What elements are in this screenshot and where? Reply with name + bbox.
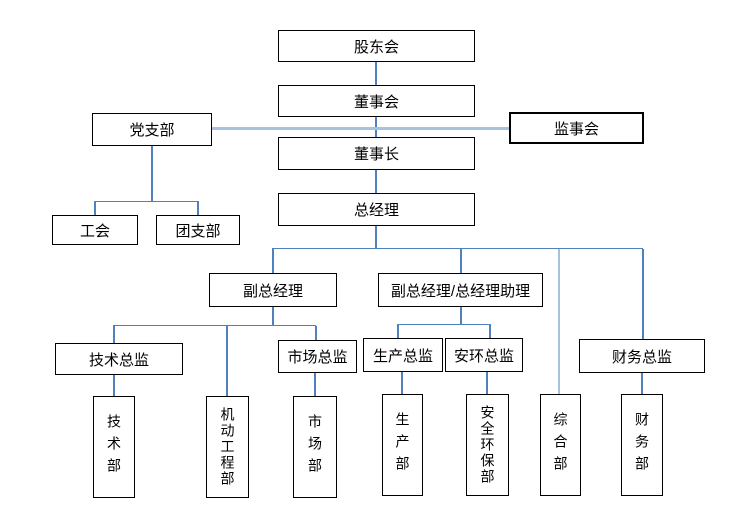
connector-chairman-gm <box>375 170 377 193</box>
connector-youth-drop <box>197 202 199 215</box>
connector-assistant-branch-h <box>397 324 491 325</box>
node-safety-env-director: 安环总监 <box>445 338 523 372</box>
connector-production-director-drop <box>397 325 399 338</box>
node-labor-union: 工会 <box>52 215 138 245</box>
node-finance-director: 财务总监 <box>579 339 705 373</box>
connector-gm-branch-h <box>272 248 643 249</box>
connector-mech-eng-drop <box>226 326 228 396</box>
node-marketing-director: 市场总监 <box>278 340 357 373</box>
node-production-dept: 生产部 <box>382 394 423 496</box>
connector-shareholders-board <box>375 62 377 85</box>
connector-tech-director-drop <box>113 326 115 343</box>
connector-gm-drop <box>375 226 377 249</box>
node-tech-director: 技术总监 <box>55 343 183 375</box>
node-general-manager: 总经理 <box>278 193 475 226</box>
connector-tech-dept-drop <box>113 375 115 396</box>
node-supervisory-board: 监事会 <box>509 112 644 144</box>
connector-safety-director-drop <box>489 325 491 338</box>
connector-union-drop <box>94 202 96 215</box>
connector-marketing-director-drop <box>315 326 317 340</box>
node-chairman: 董事长 <box>278 137 475 170</box>
connector-marketing-dept-drop <box>314 373 316 396</box>
connector-party-branch-h <box>94 201 199 202</box>
connector-deputy-gm-down <box>272 307 274 326</box>
connector-safety-dept-drop <box>486 372 488 394</box>
node-finance-dept: 财务部 <box>621 394 663 496</box>
node-party-branch: 党支部 <box>92 113 212 146</box>
node-production-director: 生产总监 <box>363 338 443 372</box>
connector-assistant-down <box>460 307 462 325</box>
node-deputy-gm: 副总经理 <box>209 273 337 307</box>
node-shareholders-meeting: 股东会 <box>278 30 475 62</box>
node-safety-env-dept: 安全环保部 <box>466 394 509 496</box>
node-youth-league-branch: 团支部 <box>156 215 240 245</box>
connector-party-drop <box>151 146 153 202</box>
node-board-of-directors: 董事会 <box>278 85 475 117</box>
node-tech-dept: 技术部 <box>93 396 135 498</box>
node-general-affairs-dept: 综合部 <box>540 394 581 496</box>
connector-finance-director-drop <box>642 249 644 339</box>
node-marketing-dept: 市场部 <box>293 396 337 498</box>
connector-party-supervisory <box>212 127 509 130</box>
connector-production-dept-drop <box>401 372 403 394</box>
connector-deputy-gm-assistant-drop <box>460 249 462 273</box>
connector-deputy-gm-branch-h <box>113 325 316 326</box>
connector-general-affairs-drop <box>558 249 560 394</box>
connector-finance-dept-drop <box>641 373 643 394</box>
connector-deputy-gm-drop <box>272 249 274 273</box>
node-deputy-gm-assistant: 副总经理/总经理助理 <box>378 273 543 307</box>
node-mech-eng-dept: 机动工程部 <box>206 396 249 498</box>
